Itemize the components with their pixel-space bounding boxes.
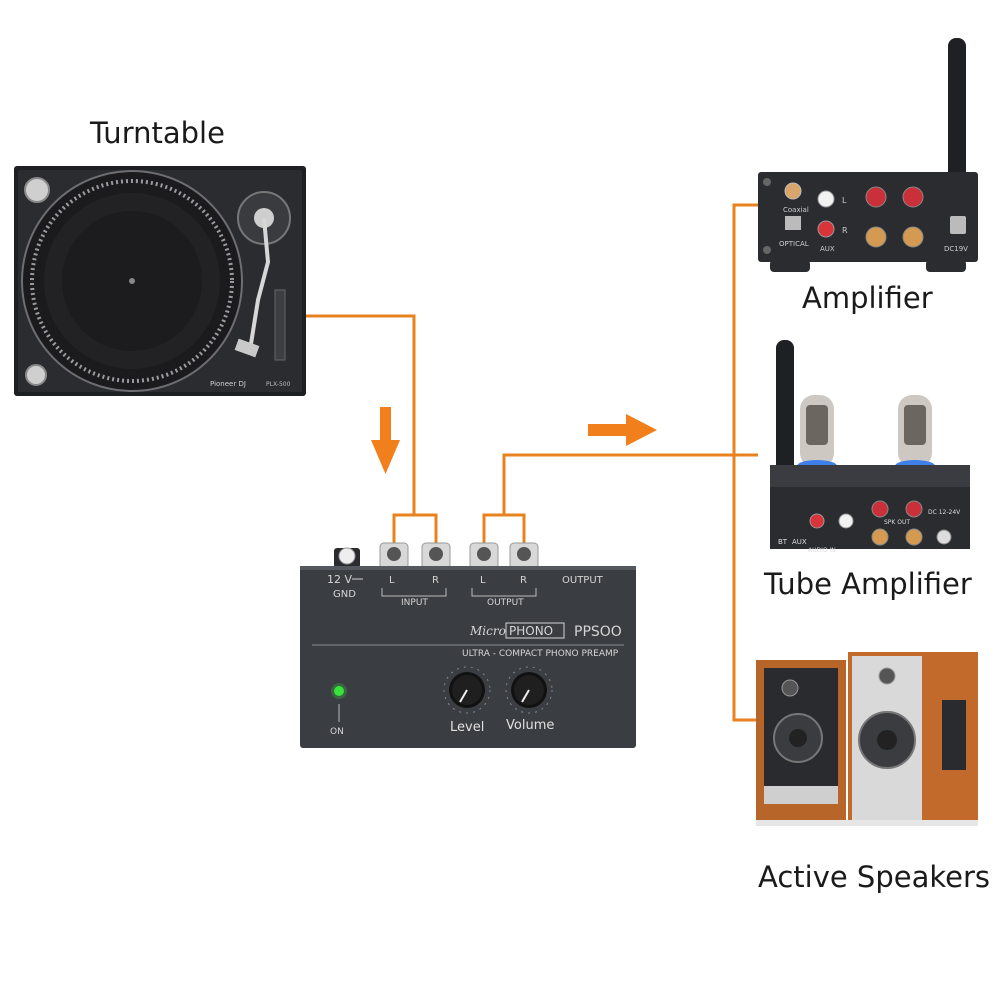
power-label: 12 V [327,573,352,586]
output-r-label: R [520,575,527,586]
arrow-right-icon [588,414,657,446]
output-l-label: L [480,575,486,586]
tube-audio-in: AUDIO IN [808,547,836,554]
tube-amplifier-label: Tube Amplifier [764,567,972,601]
input-r-label: R [432,575,439,586]
start-stop-icon [24,177,50,203]
tube-bt: BT [778,538,788,546]
amplifier-device: Coaxial OPTICAL L R AUX DC19V [758,38,978,272]
model-label: PPSOO [574,624,622,640]
turntable-device: Pioneer DJ PLX-500 [14,166,306,396]
wire-output-to-bus [502,453,734,515]
input-l-label: L [389,575,395,586]
active-speakers-label: Active Speakers [758,860,990,894]
wire-input-bracket [392,513,438,544]
level-knob[interactable] [443,666,491,714]
input-r-jack[interactable] [421,542,451,570]
volume-label: Volume [506,718,554,733]
pitch-slider [274,289,286,361]
tonearm [248,217,271,351]
level-label: Level [450,720,484,735]
tube-spk-out: SPK OUT [884,519,910,526]
wire-turntable-to-input [306,314,416,515]
output-label: OUTPUT [487,598,524,608]
gnd-label: GND [333,589,356,600]
amplifier-label: Amplifier [802,281,933,315]
arrow-down-icon [371,407,400,474]
wire-output-bracket [482,513,526,544]
volume-knob[interactable] [505,666,553,714]
input-label: INPUT [401,598,428,608]
output-side-label: OUTPUT [562,575,604,586]
output-r-jack[interactable] [509,542,539,570]
vacuum-tube-icon [895,395,935,472]
amp-r: R [842,226,848,235]
amp-power: DC19V [944,245,968,253]
amp-coaxial: Coaxial [783,206,809,214]
subtitle-label: ULTRA - COMPACT PHONO PREAMP [462,649,619,659]
on-label: ON [330,727,344,737]
antenna-icon [948,38,966,188]
phono-preamp: 12 V GND L R INPUT L R OUTPUT OUTPUT Mic… [300,542,636,748]
vacuum-tube-icon [797,395,837,472]
preamp-body [300,566,636,748]
amp-l: L [842,196,847,205]
input-l-jack[interactable] [379,542,409,570]
power-led-icon [334,686,344,696]
amp-optical: OPTICAL [779,240,809,248]
output-l-jack[interactable] [469,542,499,570]
wire-bus [732,203,758,722]
tube-amplifier-device: BT AUX AUDIO IN SPK OUT DC 12-24V [770,340,970,554]
amp-aux: AUX [820,245,835,253]
active-speakers-device [756,652,978,826]
tube-dc: DC 12-24V [928,509,961,516]
power-jack [334,547,360,568]
tube-aux: AUX [792,538,807,546]
brand-phono: PHONO [509,624,553,638]
turntable-brand: Pioneer DJ [210,380,246,388]
turntable-model: PLX-500 [266,381,291,388]
brand-micro: Micro [469,624,506,638]
turntable-label: Turntable [90,116,225,150]
